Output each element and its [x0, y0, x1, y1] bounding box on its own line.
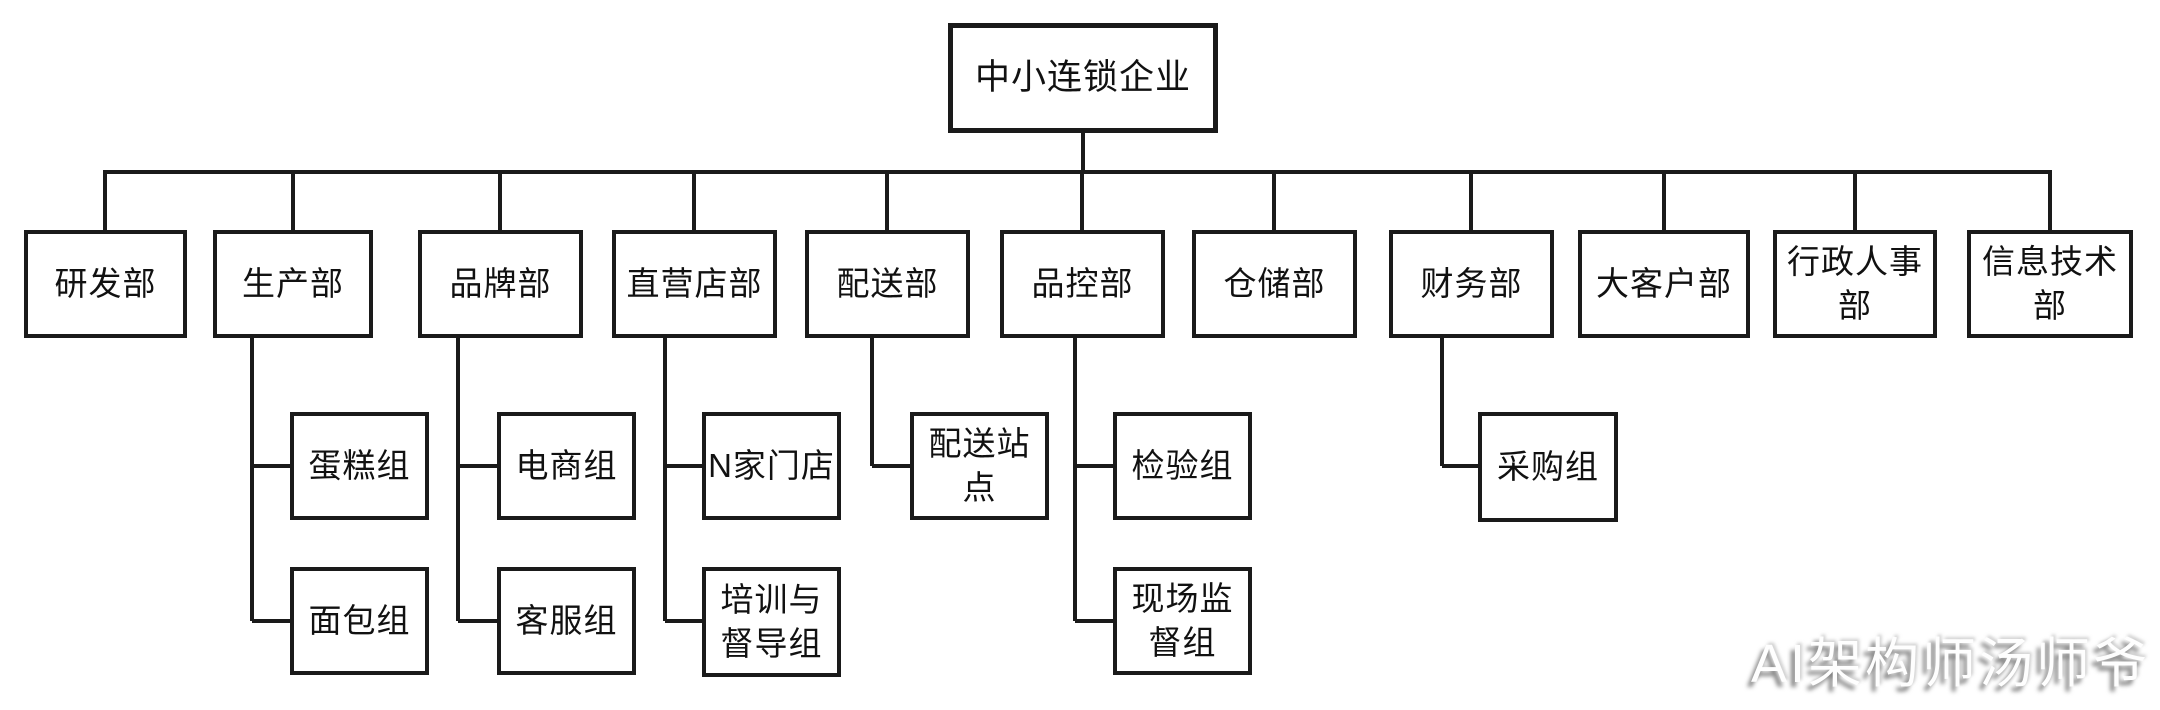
node-root-company: 中小连锁企业 [948, 23, 1218, 133]
node-group-bread: 面包组 [290, 567, 429, 675]
connector-path [103, 128, 2052, 623]
node-group-cake: 蛋糕组 [290, 412, 429, 520]
node-dept-it: 信息技术 部 [1967, 230, 2133, 338]
node-group-distribution-station: 配送站 点 [910, 412, 1049, 520]
watermark-text: AI架构师汤师爷 [1750, 634, 2150, 694]
node-group-ecommerce: 电商组 [497, 412, 636, 520]
node-dept-distribution: 配送部 [805, 230, 970, 338]
node-dept-research-dev: 研发部 [24, 230, 187, 338]
node-dept-key-accounts: 大客户部 [1578, 230, 1750, 338]
node-group-training-supervision: 培训与 督导组 [702, 567, 841, 677]
node-dept-production: 生产部 [213, 230, 373, 338]
node-group-procurement: 采购组 [1478, 412, 1618, 522]
node-group-onsite-supervision: 现场监 督组 [1113, 567, 1252, 675]
node-dept-warehousing: 仓储部 [1192, 230, 1357, 338]
node-dept-finance: 财务部 [1389, 230, 1554, 338]
node-group-inspection: 检验组 [1113, 412, 1252, 520]
node-dept-direct-stores: 直营店部 [612, 230, 777, 338]
node-dept-quality-control: 品控部 [1000, 230, 1165, 338]
node-group-n-stores: N家门店 [702, 412, 841, 520]
node-group-customer-service: 客服组 [497, 567, 636, 675]
node-dept-brand: 品牌部 [418, 230, 583, 338]
node-dept-admin-hr: 行政人事 部 [1773, 230, 1937, 338]
